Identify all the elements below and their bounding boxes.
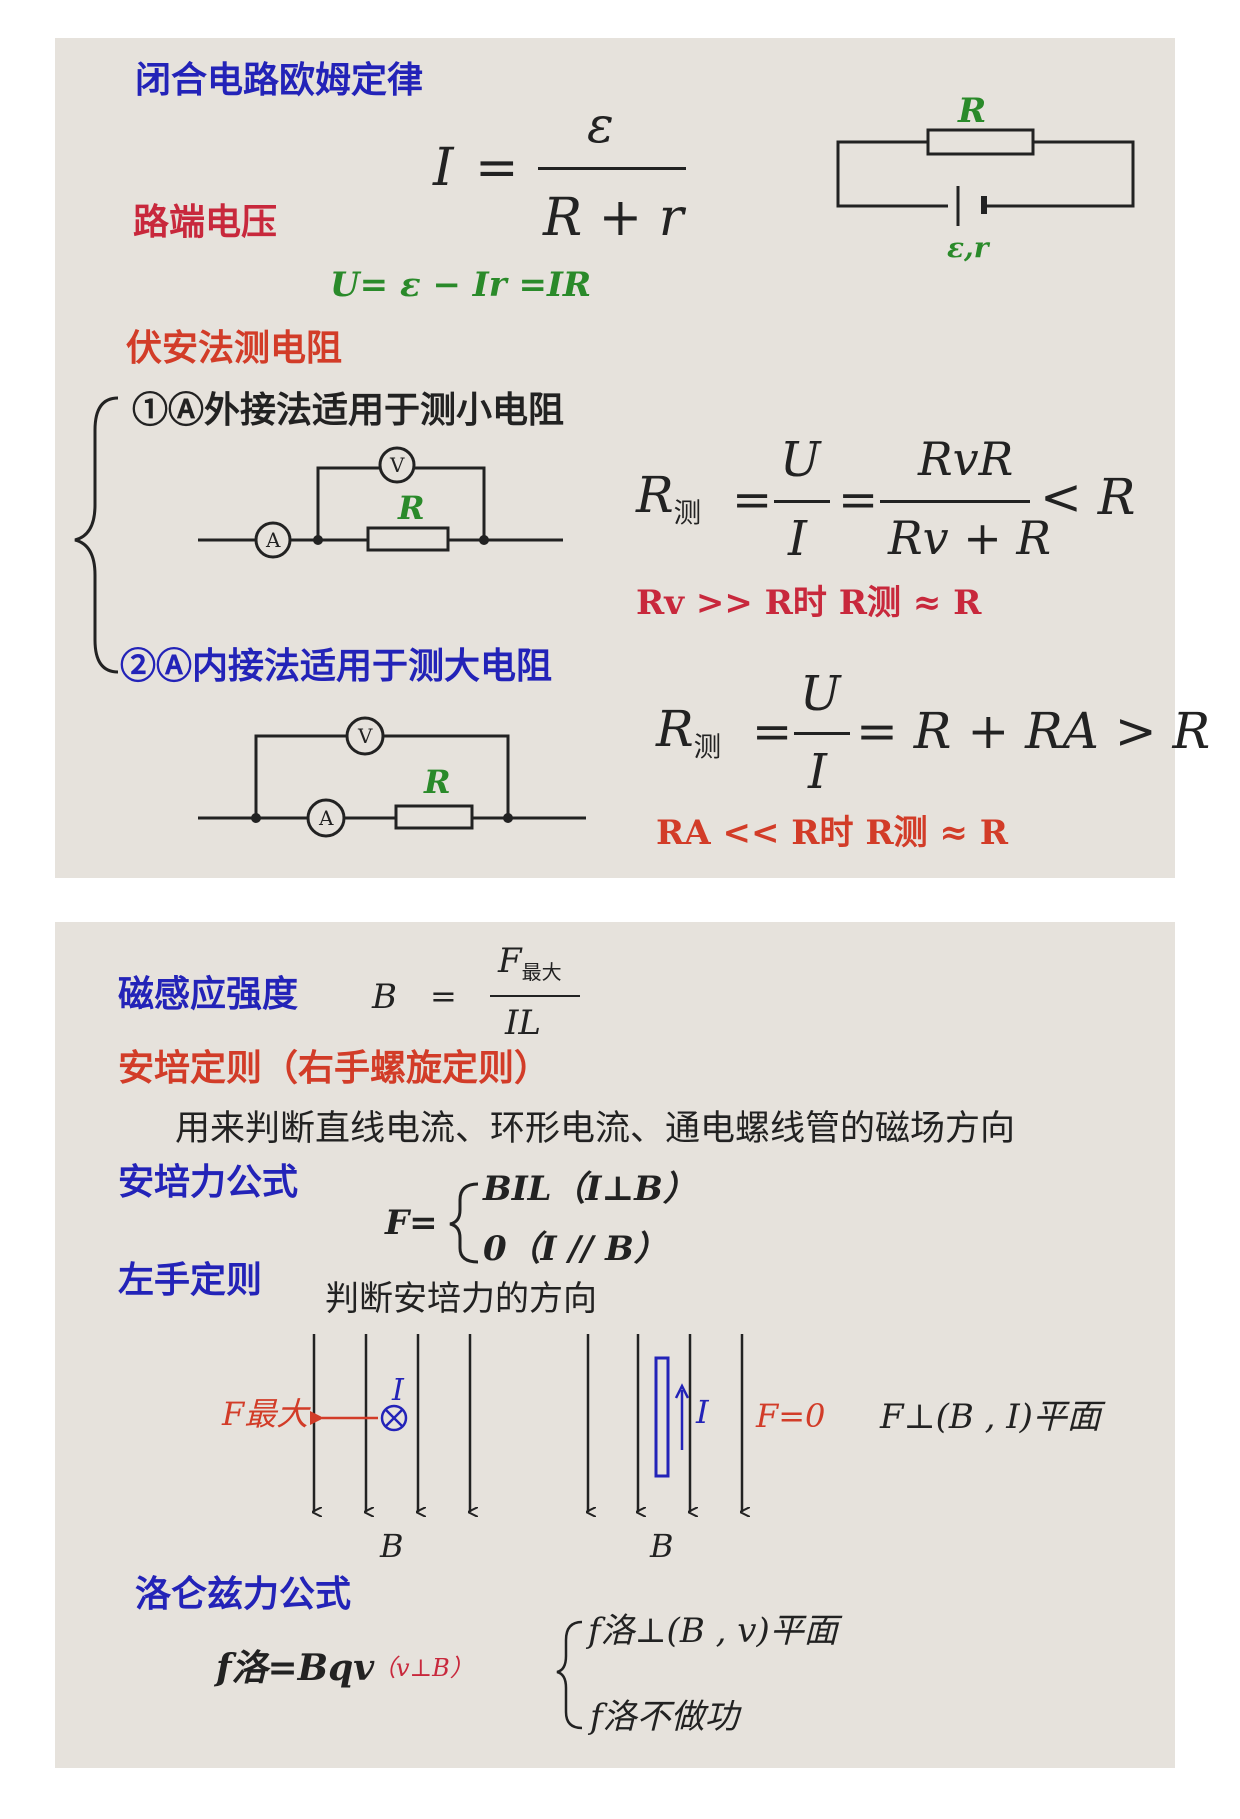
ampere-force-lhs: F=: [385, 1203, 438, 1243]
external-frac1-den: I: [788, 511, 807, 567]
internal-ammeter-symbol: A: [319, 806, 334, 830]
b-numerator: F最大: [498, 941, 562, 984]
diagram2-current-label: I: [696, 1393, 709, 1431]
internal-resistor-label: R: [424, 763, 451, 801]
external-voltmeter-symbol: V: [390, 453, 405, 477]
external-eq2: =: [838, 472, 879, 528]
external-ammeter-symbol: A: [266, 528, 281, 552]
b-eq: =: [430, 977, 457, 1015]
panel-circuit-laws: [55, 38, 1175, 878]
lorentz-formula: f洛=Bqv: [216, 1647, 375, 1689]
external-frac2-bar: [880, 500, 1030, 503]
b-lhs: B: [372, 977, 397, 1017]
internal-eq1: =: [752, 704, 793, 760]
internal-frac-den: I: [808, 744, 827, 800]
title-closed-circuit-ohm-law: 闭合电路欧姆定律: [135, 59, 424, 101]
circuit-emf-label: ε,r: [947, 231, 989, 264]
internal-method-label: ②Ⓐ内接法适用于测大电阻: [120, 645, 553, 687]
internal-frac-num: U: [800, 666, 841, 722]
external-frac1-bar: [774, 500, 830, 503]
ohm-fraction-bar: [538, 167, 686, 170]
ampere-rule-description: 用来判断直线电流、环形电流、通电螺线管的磁场方向: [175, 1109, 1016, 1149]
terminal-voltage-label: 路端电压: [133, 201, 278, 243]
title-left-hand-rule: 左手定则: [118, 1259, 263, 1301]
external-condition: Rv >> R时 R测 ≈ R: [636, 583, 982, 623]
b-denominator: IL: [505, 1003, 542, 1043]
ohm-lhs: I: [433, 138, 454, 198]
ampere-force-case2: 0（I // B）: [483, 1229, 668, 1269]
external-frac2-num: RvR: [918, 432, 1014, 486]
ampere-force-case1: BIL（I⊥B）: [483, 1169, 697, 1209]
external-frac2-den: Rv + R: [888, 511, 1052, 565]
external-formula-lhs: R测: [636, 466, 702, 529]
internal-formula-lhs: R测: [656, 700, 722, 763]
internal-formula-tail: = R + RA > R: [856, 702, 1211, 760]
left-hand-rule-description: 判断安培力的方向: [325, 1279, 597, 1319]
title-lorentz-force: 洛仑兹力公式: [135, 1573, 352, 1615]
title-voltammetry: 伏安法测电阻: [126, 327, 343, 369]
internal-condition: RA << R时 R测 ≈ R: [656, 813, 1009, 853]
title-magnetic-induction: 磁感应强度: [118, 973, 299, 1015]
external-frac1-num: U: [780, 432, 821, 488]
terminal-voltage-formula: U= ε − Ir =IR: [330, 265, 592, 305]
diagram1-force-label: F最大: [222, 1395, 309, 1433]
external-resistor-label: R: [398, 489, 425, 527]
external-formula-tail: < R: [1040, 468, 1136, 526]
external-method-label: ①Ⓐ外接法适用于测小电阻: [132, 389, 565, 431]
panel-magnetism: [55, 922, 1175, 1768]
force-perpendicular-note: F⊥(B , I)平面: [880, 1397, 1101, 1437]
circuit-resistor-label: R: [958, 91, 987, 131]
ohm-eq: =: [475, 138, 519, 198]
b-fraction-bar: [490, 995, 580, 997]
diagram1-field-label: B: [380, 1527, 404, 1565]
ohm-numerator: ε: [587, 96, 614, 154]
diagram1-current-label: I: [392, 1373, 404, 1408]
title-ampere-force: 安培力公式: [118, 1161, 299, 1203]
internal-frac-bar: [794, 732, 850, 735]
diagram2-field-label: B: [650, 1527, 674, 1565]
lorentz-property-2: f洛不做功: [590, 1697, 739, 1737]
external-eq1: =: [732, 472, 773, 528]
internal-voltmeter-symbol: V: [358, 724, 373, 748]
diagram2-force-label: F=0: [756, 1397, 826, 1435]
lorentz-property-1: f洛⊥(B , v)平面: [588, 1611, 838, 1651]
lorentz-condition: （v⊥B）: [372, 1654, 474, 1682]
ohm-denominator: R + r: [543, 188, 684, 248]
title-ampere-rule: 安培定则（右手螺旋定则）: [118, 1047, 551, 1089]
